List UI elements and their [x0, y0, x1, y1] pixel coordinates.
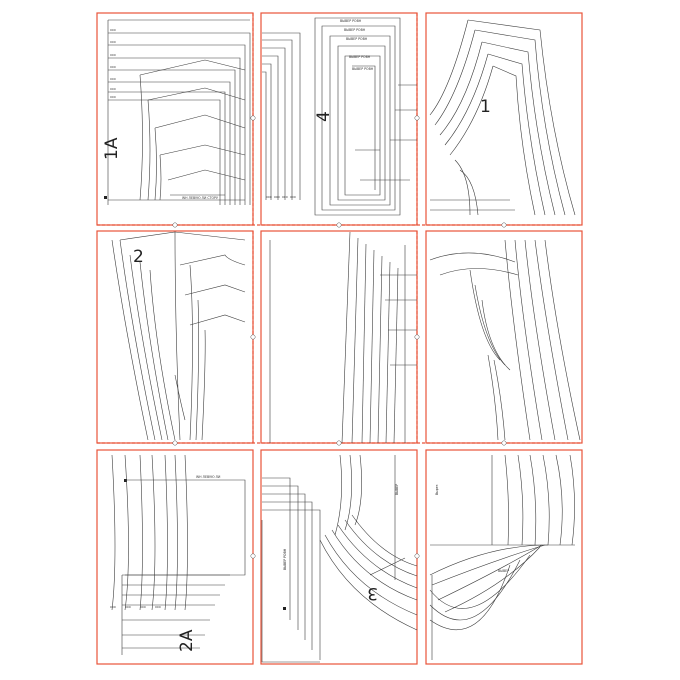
svg-text:000: 000	[110, 28, 116, 32]
tile-r3c1	[96, 449, 254, 665]
svg-text:ВЫВЕР РОВН: ВЫВЕР РОВН	[283, 548, 287, 570]
registration-marks	[104, 115, 507, 610]
svg-text:ВЫВЕР РОВН: ВЫВЕР РОВН	[352, 67, 374, 71]
svg-text:ВЫВЕР: ВЫВЕР	[498, 569, 509, 573]
piece-2-lines	[111, 231, 246, 441]
piece-4-lines: ВЫВЕР РОВН ВЫВЕР РОВН ВЫВЕР РОВН ВЫВЕР Р…	[262, 17, 417, 216]
tile-r3c3	[425, 449, 583, 665]
piece-1a-lines: WH ЛЕВУЮ ЛИ СТОРУ 000 000 000 000 000 000 0…	[107, 19, 251, 205]
svg-text:000: 000	[110, 95, 116, 99]
svg-text:000: 000	[282, 195, 288, 199]
svg-text:ВЫВЕР РОВН: ВЫВЕР РОВН	[346, 37, 368, 41]
svg-text:ВЫВЕР РОВН: ВЫВЕР РОВН	[344, 28, 366, 32]
bottom-right-lines: ВЫВЕР Вырез	[429, 454, 575, 660]
tile-r2c2	[260, 230, 418, 444]
piece-label-1a: 1A	[102, 137, 122, 160]
piece-label-2a: 2A	[177, 629, 197, 652]
piece-1-lines	[429, 19, 576, 216]
svg-text:000: 000	[110, 40, 116, 44]
svg-text:000: 000	[125, 605, 131, 609]
piece-2a-lines: WH ЛЕВУЮ ЛИ 000 000 000 000	[110, 454, 246, 655]
svg-text:000: 000	[290, 195, 296, 199]
tile-r2c3	[425, 230, 583, 444]
svg-text:000: 000	[110, 605, 116, 609]
svg-text:000: 000	[110, 65, 116, 69]
tile-r1c3	[425, 12, 583, 226]
svg-text:WH ЛЕВУЮ ЛИ СТОРУ: WH ЛЕВУЮ ЛИ СТОРУ	[182, 196, 218, 200]
svg-text:ВЫВЕР РОВН: ВЫВЕР РОВН	[340, 19, 362, 23]
piece-label-1: 1	[480, 97, 491, 117]
svg-text:ВЫВЕР РОВН: ВЫВЕР РОВН	[349, 55, 371, 59]
svg-text:000: 000	[110, 87, 116, 91]
svg-text:WH ЛЕВУЮ ЛИ: WH ЛЕВУЮ ЛИ	[196, 475, 221, 479]
svg-text:000: 000	[155, 605, 161, 609]
svg-text:Вырез: Вырез	[435, 484, 439, 495]
piece-label-4: 4	[314, 111, 334, 122]
middle-right-lines	[429, 239, 581, 441]
svg-text:000: 000	[266, 195, 272, 199]
middle-center-lines	[269, 231, 417, 444]
svg-text:000: 000	[274, 195, 280, 199]
svg-text:ВЫВЕР: ВЫВЕР	[395, 484, 399, 495]
piece-label-3: 3	[367, 583, 378, 603]
piece-label-2: 2	[133, 247, 144, 267]
svg-text:000: 000	[140, 605, 146, 609]
svg-text:000: 000	[110, 53, 116, 57]
piece-3-lines: ВЫВЕР РОВН ВЫВЕР	[261, 454, 418, 663]
svg-text:000: 000	[110, 77, 116, 81]
tile-r1c2	[260, 12, 418, 226]
